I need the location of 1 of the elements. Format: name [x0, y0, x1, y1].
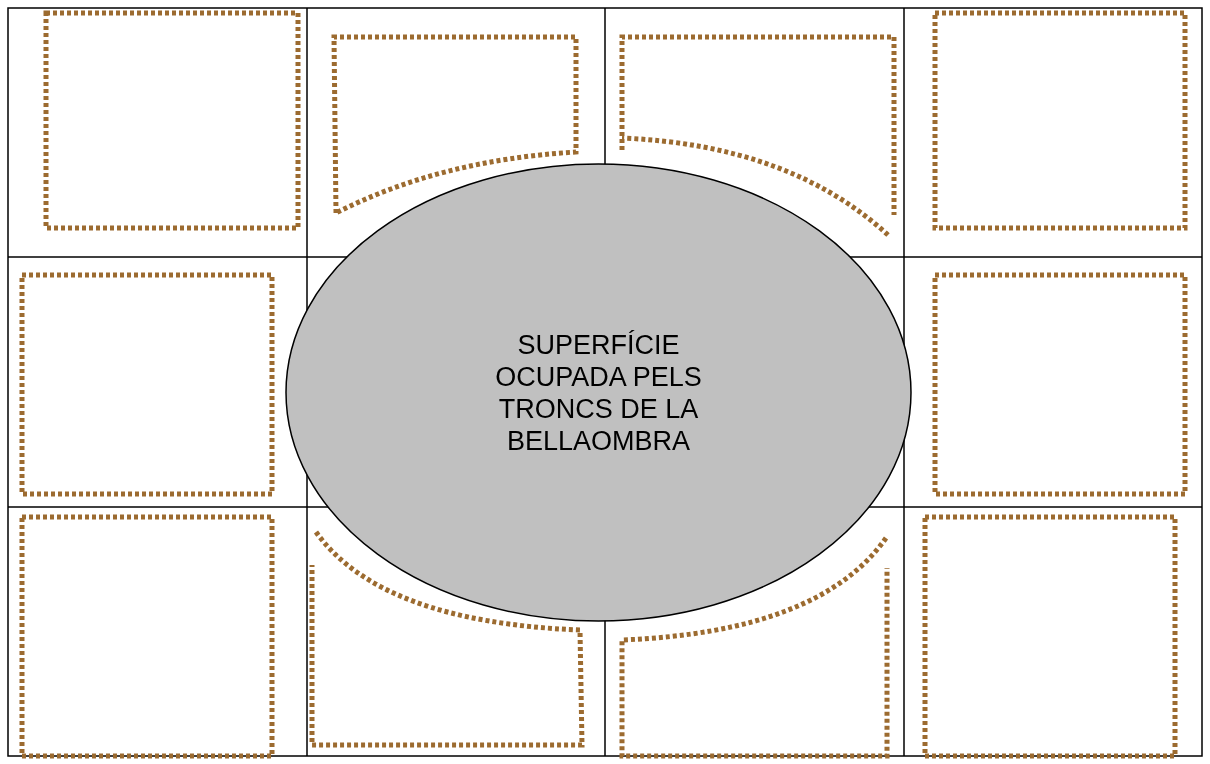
node-label: SUPERFÍCIE OCUPADA PELS TRONCS DE LA BELLAOMBRA: [494, 328, 703, 457]
